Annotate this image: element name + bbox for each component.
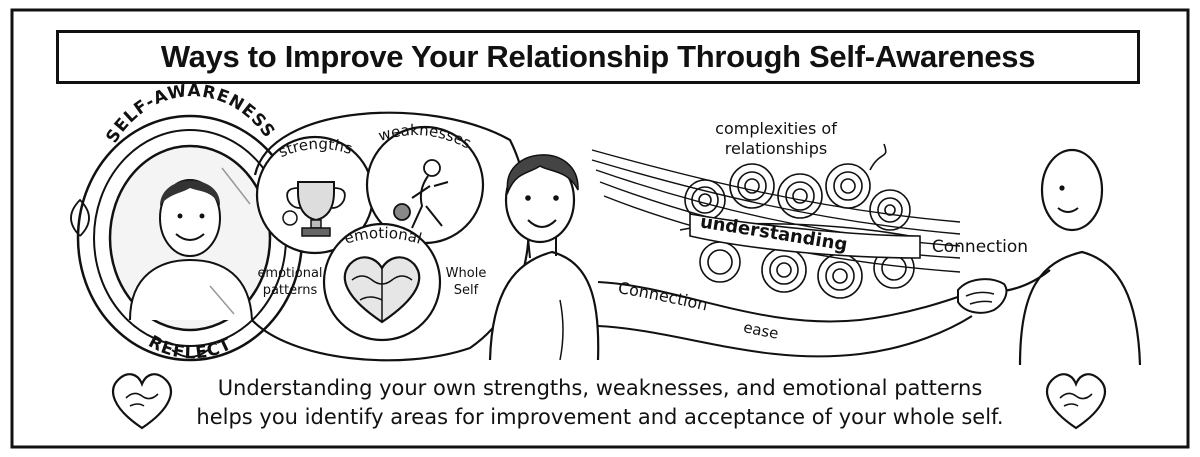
person-right	[989, 148, 1142, 366]
outer-frame	[10, 8, 1190, 449]
complexities-label-1: complexities of	[715, 119, 837, 138]
title-box: Ways to Improve Your Relationship Throug…	[56, 30, 1140, 84]
whole-self-label-1: Whole	[446, 266, 487, 281]
reflection-person	[129, 179, 253, 321]
handshake-icon	[957, 278, 1008, 314]
connection-ribbon-bottom	[597, 315, 973, 358]
basketball-player-icon	[393, 159, 449, 229]
weaknesses-bubble: weaknesses	[365, 121, 485, 245]
emotional-bubble: emotional	[322, 222, 442, 342]
connection-right-label: Connection	[932, 237, 1028, 257]
connection-ribbon-label: Connection	[617, 278, 710, 314]
page-title: Ways to Improve Your Relationship Throug…	[160, 39, 1036, 74]
caption-line-1: Understanding your own strengths, weakne…	[217, 376, 983, 400]
complexities-label-2: relationships	[725, 139, 827, 158]
man-left	[488, 154, 600, 361]
connection-ribbon-top	[597, 281, 973, 323]
caption: Understanding your own strengths, weakne…	[180, 374, 1020, 432]
emotional-patterns-label-2: patterns	[263, 283, 318, 298]
caption-line-2: helps you identify areas for improvement…	[196, 405, 1004, 429]
heart-handshake-icon-left	[112, 373, 172, 430]
understanding-ribbon	[689, 213, 921, 259]
strengths-bubble: strengths	[255, 135, 375, 255]
trophy-icon	[286, 181, 346, 237]
ease-label: ease	[742, 318, 780, 343]
heart-handshake-icon-right	[1046, 373, 1106, 430]
emotional-label: emotional	[342, 224, 424, 248]
emotional-patterns-label-1: emotional	[257, 266, 322, 281]
mirror-bottom-label: REFLECT	[145, 332, 235, 363]
whole-self-label-2: Self	[454, 283, 479, 298]
